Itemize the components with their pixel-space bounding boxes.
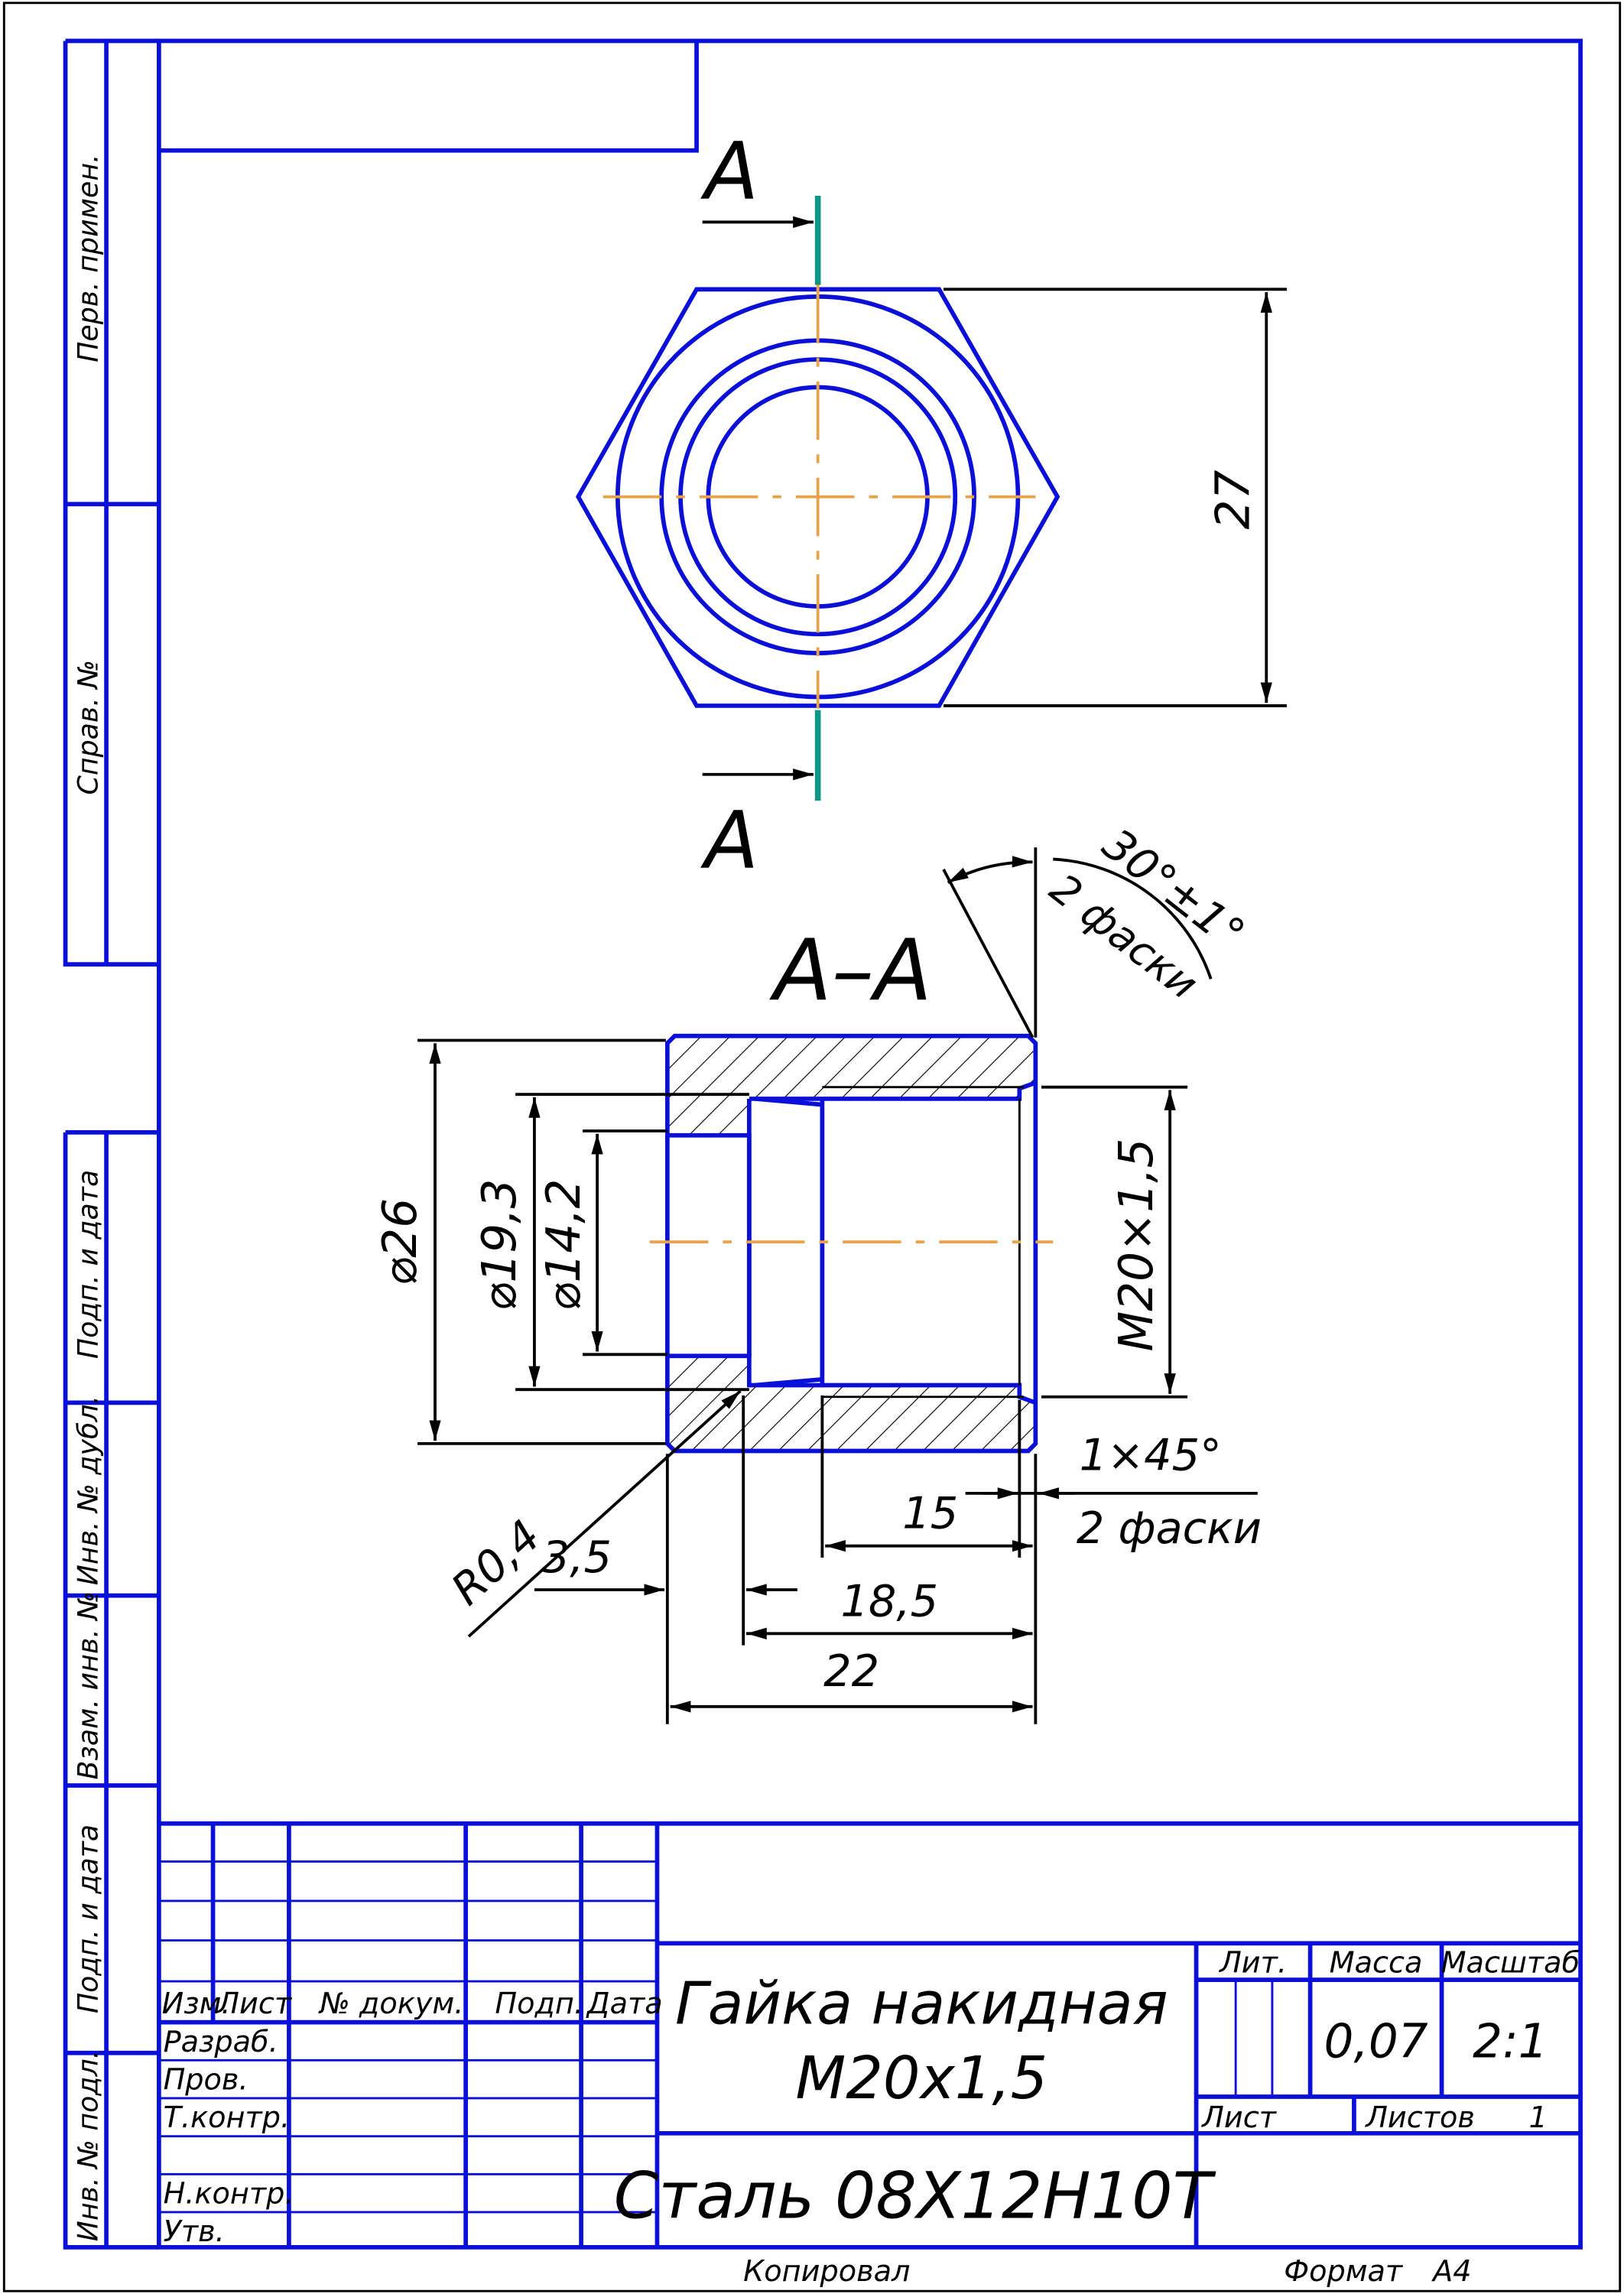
chamfer-note: 2 фаски	[1077, 1503, 1262, 1554]
top-left-box	[158, 41, 699, 153]
radius-text: R0,4	[441, 1510, 550, 1615]
side-stamp-label: Справ. №	[72, 660, 105, 795]
dim-text-thread: М20×1,5	[1109, 1139, 1164, 1352]
radius-leader	[467, 1389, 742, 1638]
section-mark-bottom: А	[700, 795, 759, 887]
tb-scale: 2:1	[1473, 2014, 1548, 2068]
tb-material: Сталь 08Х12Н10Т	[614, 2159, 1216, 2234]
left-stamp-lower	[63, 1130, 159, 2250]
section-cone	[755, 1097, 823, 1388]
dim-text-15: 15	[902, 1488, 958, 1539]
side-stamp-label: Инв. № дубл.	[72, 1396, 105, 1585]
hexagon-outline	[575, 287, 1060, 708]
tb-header-izm: Изм.	[162, 1987, 231, 2021]
side-stamp-label: Перв. примен.	[72, 154, 105, 362]
tb-role: Н.контр.	[164, 2178, 294, 2211]
dim-text-d19-3: ⌀19,3	[473, 1179, 527, 1311]
dim-text-d26: ⌀26	[373, 1198, 427, 1286]
tb-mass-label: Масса	[1330, 1947, 1423, 1980]
section-bore-step	[667, 1132, 752, 1359]
footer-copied: Копировал	[743, 2255, 910, 2289]
dim-text-18-5: 18,5	[840, 1575, 938, 1626]
tb-sheets: 1	[1529, 2101, 1548, 2135]
tb-role: Разраб.	[164, 2026, 278, 2059]
tb-header-doc: № докум.	[318, 1987, 463, 2021]
side-stamp-label: Инв. № подл.	[72, 2050, 105, 2241]
tb-header-sign: Подп.	[495, 1987, 583, 2021]
tb-header-date: Дата	[586, 1987, 663, 2021]
section-view: А–А ⌀26 ⌀19,3 ⌀14,2 М20×1,5	[373, 818, 1262, 1724]
tb-role: Т.контр.	[164, 2101, 291, 2135]
main-frame	[156, 38, 1583, 2250]
left-stamp-upper	[63, 38, 159, 967]
tb-scale-label: Масштаб	[1441, 1947, 1580, 1980]
dim-text-27: 27	[1206, 470, 1260, 530]
tb-header-list: Лист	[216, 1987, 293, 2021]
tb-name-line1: Гайка накидная	[675, 1970, 1168, 2038]
title-block: Изм. Лист № докум. Подп. Дата Разраб. Пр…	[158, 1821, 1581, 2249]
chamfer-leader	[942, 869, 1034, 1038]
hex-view: А А 27	[575, 126, 1288, 887]
chamfer-angle-arc-ext	[1053, 857, 1213, 980]
side-stamp-label: Подп. и дата	[72, 1824, 105, 2013]
tb-mass: 0,07	[1324, 2014, 1428, 2068]
tb-role: Пров.	[164, 2063, 248, 2097]
footer-format: А4	[1431, 2255, 1471, 2289]
section-title: А–А	[769, 921, 932, 1020]
side-stamp-label: Взам. инв. №	[72, 1591, 105, 1779]
tb-sheets-label: Листов	[1364, 2101, 1475, 2135]
side-stamp-label: Подп. и дата	[72, 1170, 105, 1359]
section-mark-top: А	[700, 126, 759, 218]
tb-lit-label: Лит.	[1218, 1947, 1287, 1980]
chamfer-text: 1×45°	[1080, 1429, 1222, 1480]
dim-text-22: 22	[823, 1646, 879, 1697]
tb-role: Утв.	[164, 2215, 225, 2249]
footer-format-label: Формат	[1284, 2255, 1404, 2289]
dim-text-d14-2: ⌀14,2	[537, 1179, 591, 1311]
section-hatch-lower	[668, 1356, 1034, 1451]
chamfer-angle-arc	[947, 856, 1033, 884]
tb-sheet-label: Лист	[1200, 2101, 1278, 2135]
tb-name-line2: М20х1,5	[795, 2045, 1047, 2113]
side-stamp-labels: Перв. примен. Справ. № Подп. и дата Инв.…	[72, 154, 105, 2241]
section-outline	[664, 1033, 1038, 1454]
dim-text-3-5: 3,5	[542, 1532, 612, 1583]
